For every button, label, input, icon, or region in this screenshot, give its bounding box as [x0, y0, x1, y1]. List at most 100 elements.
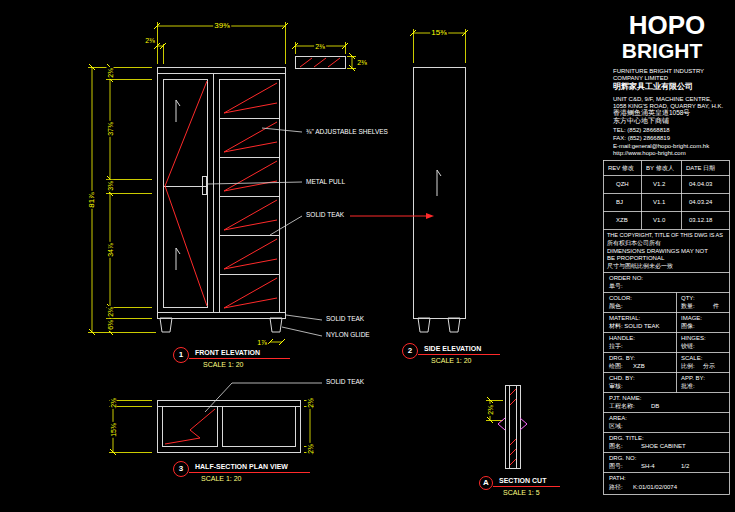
scale-note: SCALE 1: 20: [202, 361, 244, 368]
dimension-lines: [465, 29, 466, 63]
title-block-text: CHD. BY:: [608, 375, 636, 381]
dimension-lines: [110, 67, 111, 332]
dimension-lines: [106, 79, 152, 80]
glass-and-shelf-hatch: [165, 81, 277, 308]
scale-note: SCALE 1: 5: [502, 489, 541, 496]
material-arrow: [350, 216, 426, 217]
dimension: 2⅜: [110, 397, 117, 409]
cabinet-legs: [418, 318, 430, 332]
dimension-lines: [88, 332, 156, 333]
title-block-text: REV 修改: [607, 165, 635, 171]
title-block-text: MATERIAL:: [608, 315, 641, 321]
title-block-text: V1.0: [652, 217, 666, 223]
title-block-grid: [604, 229, 730, 230]
title-block-text: 图名:: [608, 443, 624, 449]
leader-lines: [270, 216, 302, 235]
callout-note: METAL PULL: [305, 179, 346, 186]
title-block-text: 明辉家具工业有限公司: [612, 83, 694, 91]
title-block-grid: [604, 272, 730, 273]
front-elevation: [158, 68, 286, 319]
glass-and-shelf-hatch: [224, 83, 277, 113]
dimension: 2⅜: [144, 37, 156, 44]
callout-note: SOLID TEAK: [305, 212, 345, 219]
title-block-grid: [676, 293, 677, 393]
dimension: 37⅜: [107, 121, 114, 137]
title-block-grid: [604, 175, 730, 176]
title-block-text: BE PROPORTIONAL: [606, 255, 665, 261]
callout-circle: 2: [402, 343, 418, 359]
title-block-text: APP. BY:: [680, 375, 706, 381]
title-block-text: HINGES:: [680, 335, 707, 341]
dimension: 1⅞: [256, 339, 268, 346]
top-profile-detail: [296, 57, 346, 69]
dimension-lines: [352, 56, 353, 68]
title-block-text: V1.1: [652, 199, 666, 205]
title-block-text: 03.12.18: [688, 217, 713, 223]
dimension: 2⅜: [314, 43, 326, 50]
leader-lines: [262, 128, 302, 132]
dimension: 2⅜: [107, 67, 114, 79]
title-block-grid: [604, 161, 730, 495]
view-title: SIDE ELEVATION: [423, 345, 482, 352]
title-block-text: 工程名称:: [608, 403, 636, 409]
title-block-text: BY 修改人: [645, 165, 675, 171]
dimension: 81⅞: [88, 191, 96, 209]
title-block-text: 审核:: [608, 383, 624, 389]
view-title-underlines: [189, 355, 560, 487]
title-block-text: E-mail:general@hopo-bright.com.hk: [612, 143, 710, 149]
dimension-lines: [413, 29, 414, 63]
title-block-text: SHOE CABINET: [640, 443, 687, 449]
view-title-underlines: [418, 354, 500, 355]
dimension-lines: [88, 67, 152, 68]
callout-note: SOLID TEAK: [325, 316, 365, 323]
cabinet-legs: [448, 318, 460, 332]
dimension-lines: [345, 42, 346, 54]
title-block-text: FAX: (852) 28668819: [612, 135, 671, 141]
top-profile-detail: [300, 58, 312, 67]
dimension: 15⅜: [110, 422, 117, 438]
title-block-text: DB: [650, 403, 660, 409]
material-arrow: [350, 216, 426, 217]
dimension: 2⅜: [487, 404, 494, 416]
glass-and-shelf-hatch: [224, 200, 277, 230]
title-block-text: 件: [712, 303, 720, 309]
section-detail: [498, 418, 527, 430]
front-elevation: [220, 80, 280, 313]
title-block-text: 批准:: [680, 383, 696, 389]
cabinet-legs: [270, 318, 282, 332]
title-block-text: 1058 KING'S ROAD, QUARRY BAY, H.K.: [612, 103, 724, 109]
dimension-lines: [163, 44, 164, 64]
callout-circle: 3: [173, 461, 189, 477]
front-elevation: [203, 177, 207, 195]
title-block-text: 数量:: [680, 303, 696, 309]
dimension: 34⅞: [107, 242, 114, 258]
glass-and-shelf-hatch: [224, 161, 277, 191]
glass-and-shelf-hatch: [165, 81, 207, 306]
title-block-text: 拉手:: [608, 343, 624, 349]
callout-note: ⅜" ADJUSTABLE SHELVES: [305, 129, 389, 136]
title-block-grid: [604, 161, 730, 495]
title-block-text: COLOR:: [608, 295, 633, 301]
callout-number: A: [483, 479, 489, 487]
scale-note: SCALE 1: 20: [200, 475, 242, 482]
title-block-text: 尺寸与图纸比例未必一致: [606, 263, 674, 269]
dimension-lines: [486, 400, 503, 401]
title-block-text: DRG. TITLE:: [608, 435, 645, 441]
view-title: FRONT ELEVATION: [194, 349, 261, 356]
title-block-text: 04.04.03: [688, 181, 713, 187]
dimension: 2⅜: [307, 443, 314, 455]
title-block-text: DIMENSIONS DRAWINGS MAY NOT: [606, 248, 709, 254]
view-title-underlines: [189, 472, 310, 473]
dimension-lines: [88, 22, 503, 453]
side-elevation: [414, 68, 466, 319]
front-elevation: [164, 80, 208, 308]
title-block-text: 图像:: [680, 323, 696, 329]
section-detail: [510, 389, 516, 465]
top-profile-detail: [328, 58, 340, 67]
side-elevation: [437, 170, 441, 196]
plan-view: [158, 401, 301, 453]
front-elevation: [220, 196, 280, 197]
top-profile-detail: [296, 57, 346, 69]
dimension: 39⅜: [213, 22, 231, 30]
section-detail: [516, 386, 517, 469]
